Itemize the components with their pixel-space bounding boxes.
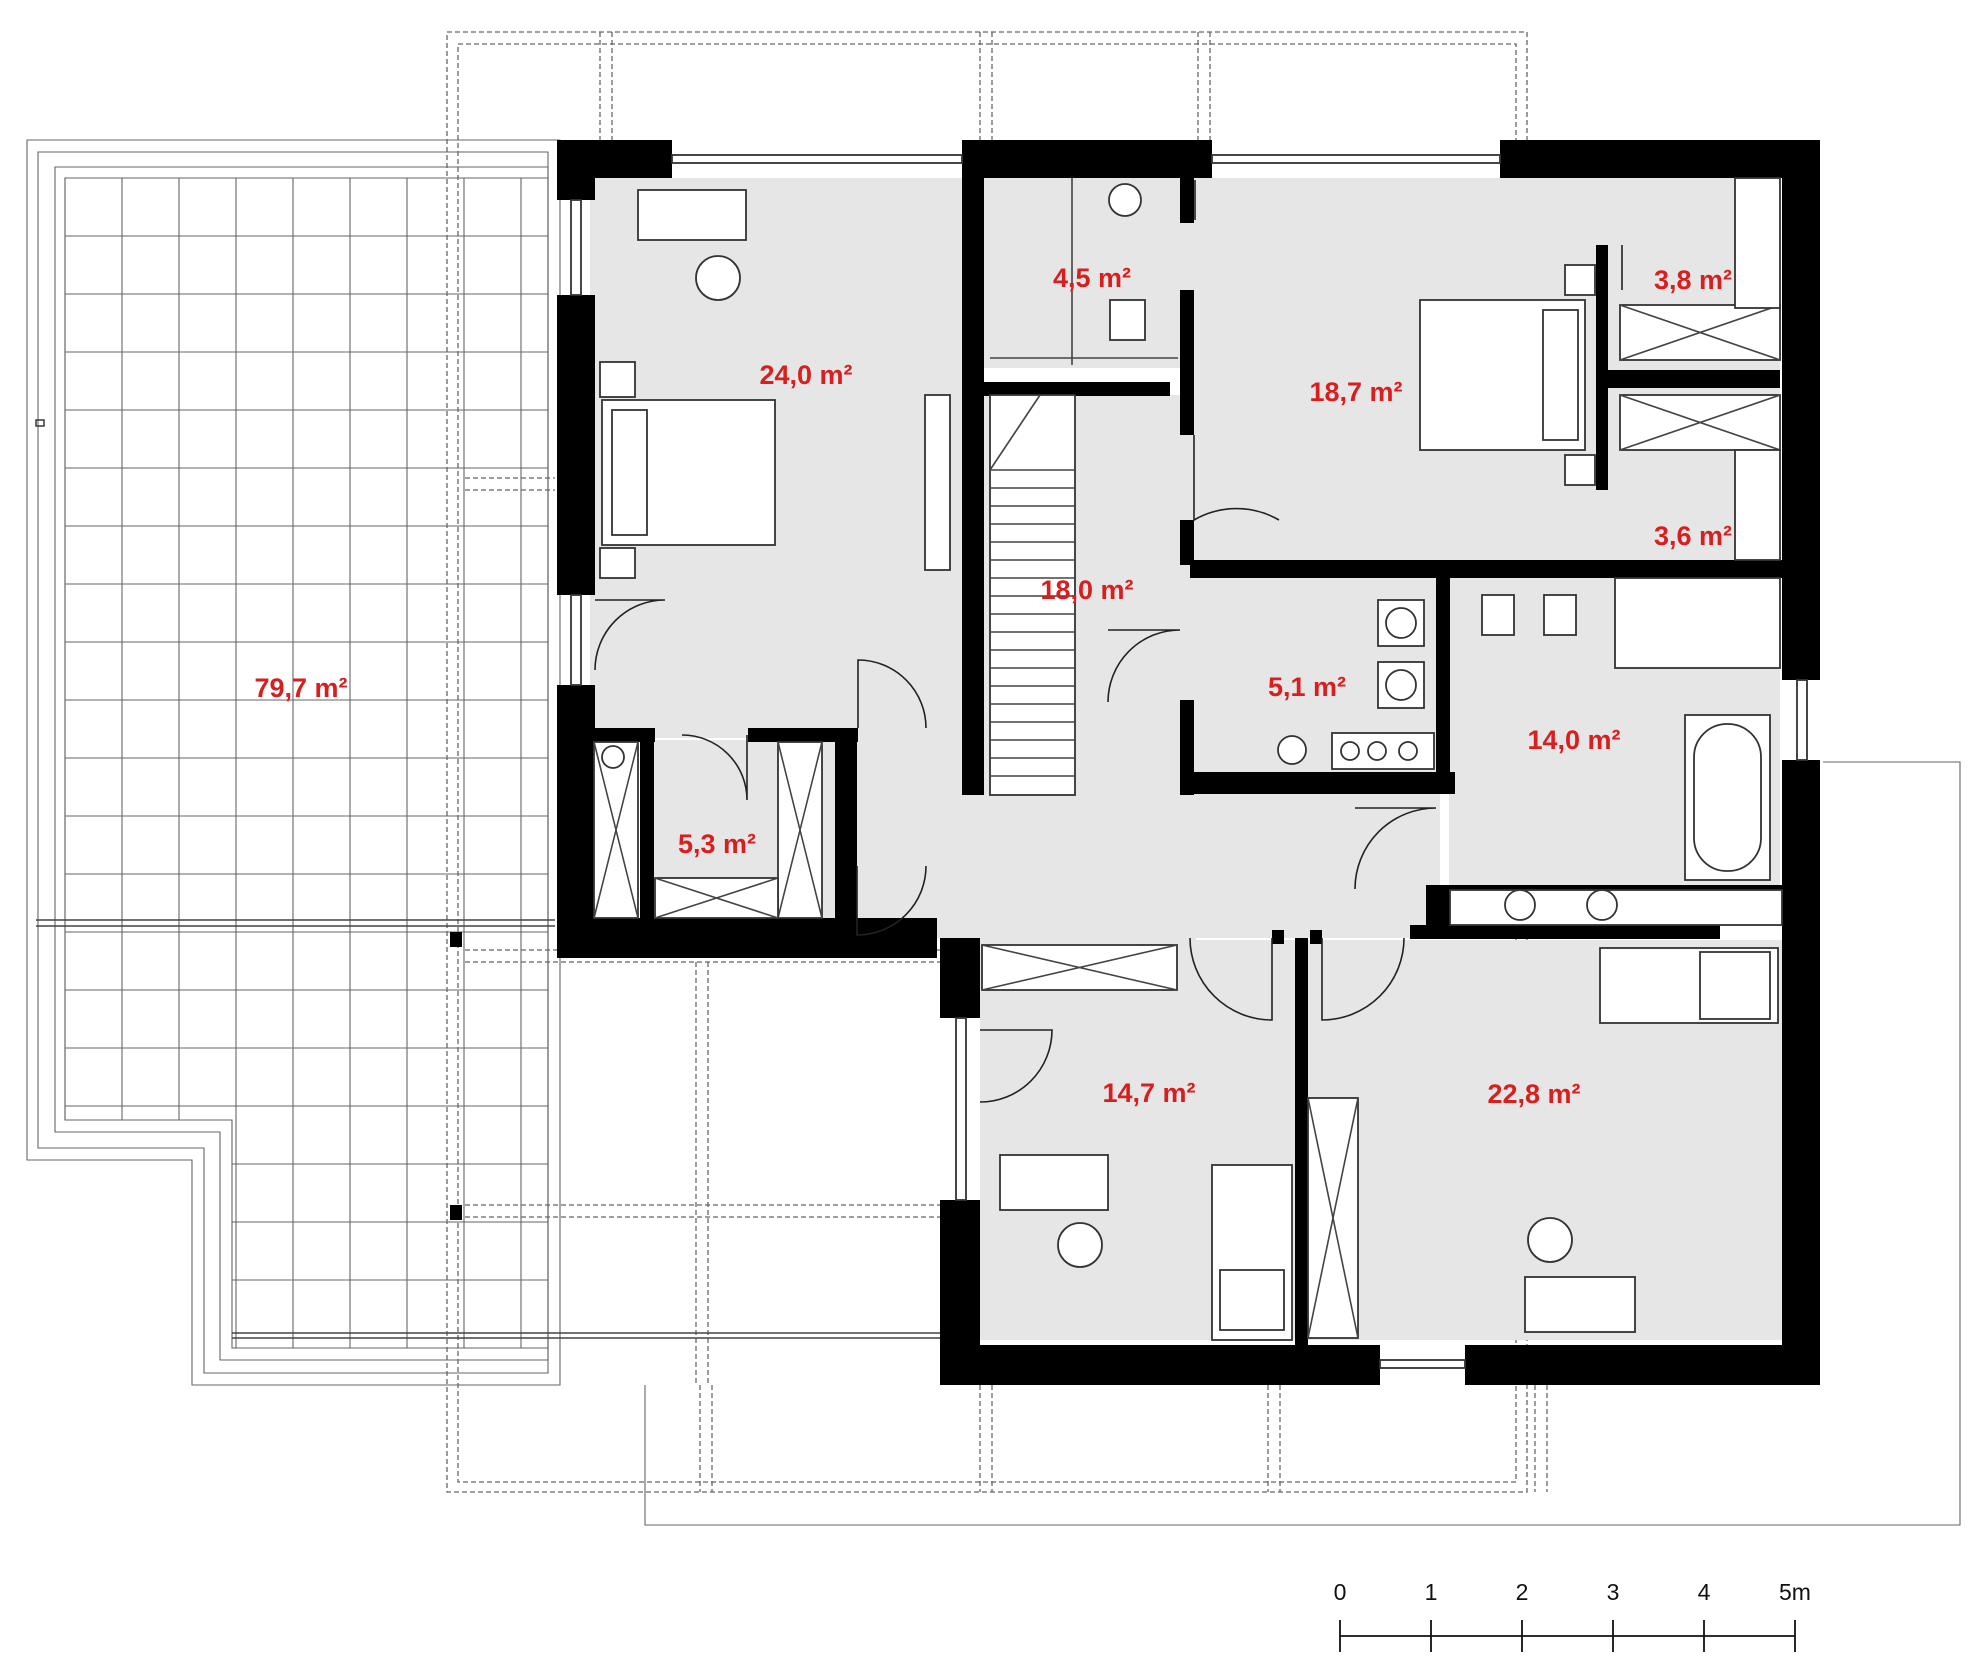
scale-tick-label-5: 5m xyxy=(1779,1579,1811,1605)
area-label-bedroom-s: 14,7 m² xyxy=(1102,1078,1195,1108)
area-label-hall-stairs: 18,0 m² xyxy=(1040,575,1133,605)
scale-tick-label-1: 1 xyxy=(1425,1579,1438,1605)
area-label-bathroom: 14,0 m² xyxy=(1527,725,1620,755)
area-label-closet-ne-top: 3,8 m² xyxy=(1654,265,1732,295)
terrace xyxy=(26,139,940,1386)
area-label-terrace: 79,7 m² xyxy=(254,673,347,703)
windows xyxy=(570,154,1808,1369)
roof-outline-east xyxy=(644,761,1961,1526)
area-label-closet-ne-bottom: 3,6 m² xyxy=(1654,521,1732,551)
doors xyxy=(594,180,1623,1103)
scale-tick-label-0: 0 xyxy=(1334,1579,1347,1605)
area-label-dressing-room: 5,3 m² xyxy=(678,829,756,859)
furniture xyxy=(593,177,1783,1341)
area-label-bedroom-ne: 18,7 m² xyxy=(1309,377,1402,407)
area-label-bedroom-se: 22,8 m² xyxy=(1487,1079,1580,1109)
scale-tick-label-4: 4 xyxy=(1698,1579,1711,1605)
area-label-bedroom-nw: 24,0 m² xyxy=(759,360,852,390)
terrace-tile-grid xyxy=(64,177,548,1348)
area-label-wc-north: 4,5 m² xyxy=(1053,263,1131,293)
scale-tick-label-3: 3 xyxy=(1607,1579,1620,1605)
staircase xyxy=(989,394,1076,796)
scale-bar: 0 1 2 3 4 5m xyxy=(1334,1579,1811,1652)
area-label-laundry: 5,1 m² xyxy=(1268,672,1346,702)
room-area-labels: 79,7 m² 24,0 m² 4,5 m² 18,7 m² 3,8 m² 3,… xyxy=(254,263,1732,1109)
scale-tick-label-2: 2 xyxy=(1516,1579,1529,1605)
